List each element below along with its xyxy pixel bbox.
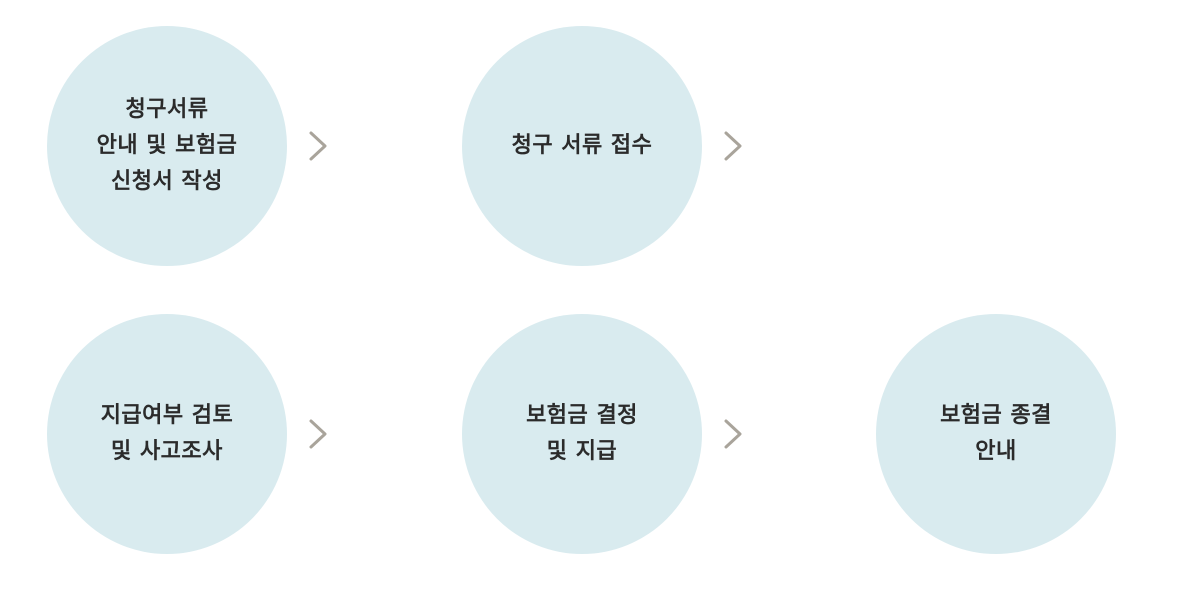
step-claim-closing-notice: 보험금 종결 안내 [876,314,1116,554]
step-label: 보험금 결정 및 지급 [526,398,638,470]
step-label: 지급여부 검토 및 사고조사 [101,398,234,470]
step-label: 청구서류 안내 및 보험금 신청서 작성 [97,92,238,200]
step-label-line: 지급여부 검토 [100,403,234,428]
chevron-right-icon [718,126,748,166]
step-label-line: 신청서 작성 [111,169,223,194]
step-claim-decision-payment: 보험금 결정 및 지급 [462,314,702,554]
step-label-line: 보험금 종결 [940,403,1052,428]
step-claim-document-guide: 청구서류 안내 및 보험금 신청서 작성 [47,26,287,266]
step-label-line: 및 사고조사 [111,439,223,464]
chevron-right-icon [303,126,333,166]
step-claim-document-receipt: 청구 서류 접수 [462,26,702,266]
step-label-line: 안내 [975,439,1017,464]
step-label: 청구 서류 접수 [512,128,653,164]
step-label-line: 청구 서류 접수 [511,133,653,158]
step-label-line: 안내 및 보험금 [96,133,238,158]
chevron-right-icon [303,414,333,454]
step-label: 보험금 종결 안내 [940,398,1052,470]
chevron-right-icon [718,414,748,454]
step-label-line: 청구서류 [125,97,209,122]
step-payment-review-investigation: 지급여부 검토 및 사고조사 [47,314,287,554]
step-label-line: 및 지급 [546,439,618,464]
step-label-line: 보험금 결정 [526,403,638,428]
